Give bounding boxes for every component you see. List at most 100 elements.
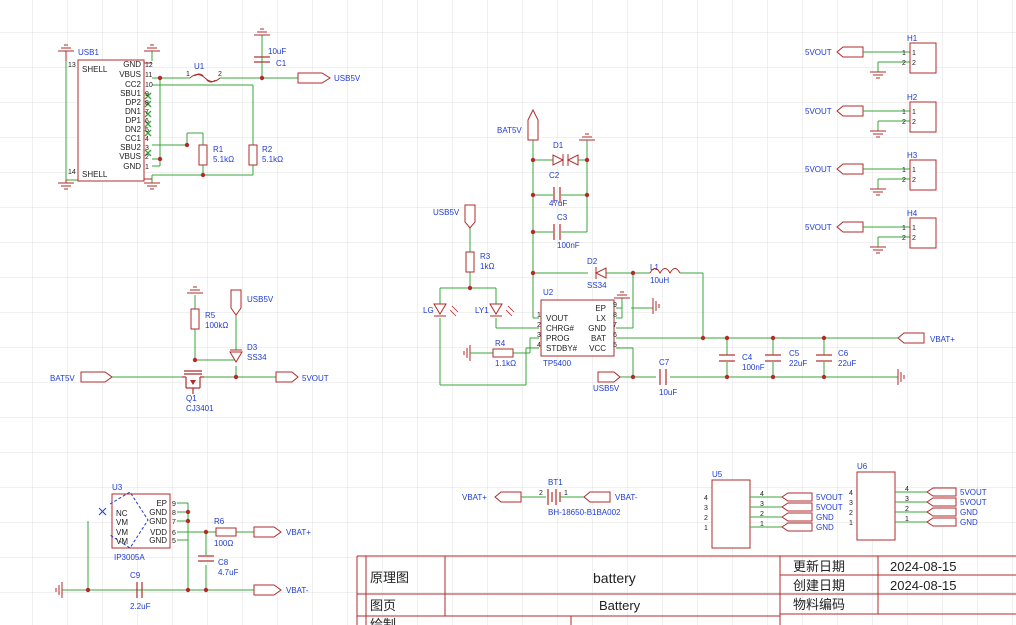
net-port xyxy=(781,492,813,502)
r4-value: 1.1kΩ xyxy=(495,359,516,368)
c7-net-usb5v: USB5V xyxy=(593,384,620,393)
usb1-pin-4: 4 xyxy=(145,136,149,143)
usb1-pin-9: 9 xyxy=(145,91,149,98)
bt1-value: BH-18650-B1BA002 xyxy=(548,508,621,517)
bt1-net-vbat-plus: VBAT+ xyxy=(462,493,487,502)
c5-value: 22uF xyxy=(789,359,807,368)
usb1-pin-4-name: CC1 xyxy=(125,134,142,143)
bt1-pin1: 1 xyxy=(564,490,568,497)
bt1-block[interactable]: VBAT+ VBAT- BT1 2 1 BH-18650-B1BA002 xyxy=(462,478,638,517)
u5-net-label: 5VOUT xyxy=(816,493,843,502)
usb1-pin-5: 5 xyxy=(145,127,149,134)
u2-pin-9-name: EP xyxy=(595,304,606,313)
r4-ref: R4 xyxy=(495,339,506,348)
tp5400-block[interactable]: BAT5V D1 C2 47uF C3 100nF USB5V R3 1kΩ L… xyxy=(423,108,955,397)
header-ref: H4 xyxy=(907,209,918,218)
d3-net-usb5v: USB5V xyxy=(247,295,274,304)
page-value: Battery xyxy=(599,598,641,613)
header-pin1: 1 xyxy=(902,50,906,57)
usb1-pin-12-name: GND xyxy=(123,60,141,69)
u3-net-vbat-minus: VBAT- xyxy=(286,586,309,595)
u6-ref: U6 xyxy=(857,462,868,471)
r1-value: 5.1kΩ xyxy=(213,155,234,164)
r1-ref: R1 xyxy=(213,145,224,154)
usb1-block[interactable]: USB1 12GND11VBUS10CC29SBU18DP27DN16DP15D… xyxy=(58,28,361,190)
net-port xyxy=(781,512,813,522)
c3-ref: C3 xyxy=(557,213,568,222)
u2-ref: U2 xyxy=(543,288,554,297)
c3-value: 100nF xyxy=(557,241,580,250)
u6-pin-inner: 4 xyxy=(905,486,909,493)
q1-net-5vout: 5VOUT xyxy=(302,374,329,383)
header-pin1-inner: 1 xyxy=(912,225,916,232)
header-net-label: 5VOUT xyxy=(805,165,832,174)
u2-part: TP5400 xyxy=(543,359,572,368)
c6-value: 22uF xyxy=(838,359,856,368)
header-net-label: 5VOUT xyxy=(805,223,832,232)
net-port xyxy=(781,502,813,512)
q1-net-bat5v: BAT5V xyxy=(50,374,75,383)
header-pin1-inner: 1 xyxy=(912,50,916,57)
u2-pin-5: 5 xyxy=(613,342,617,349)
d1-ref: D1 xyxy=(553,141,564,150)
u2-pin-1: 1 xyxy=(537,312,541,319)
usb1-pin-1-name: GND xyxy=(123,162,141,171)
u5-net-label: GND xyxy=(816,523,834,532)
header-connectors[interactable]: 5VOUTH112125VOUTH212125VOUTH312125VOUTH4… xyxy=(805,34,937,254)
usb1-pin-7: 7 xyxy=(145,109,149,116)
c6-ref: C6 xyxy=(838,349,849,358)
net-port xyxy=(836,221,864,233)
r6-value: 100Ω xyxy=(214,539,233,548)
usb1-pin-11: 11 xyxy=(145,72,152,79)
bt1-net-vbat-minus: VBAT- xyxy=(615,493,638,502)
u3-pin-vm3: VM xyxy=(116,537,128,546)
header-pin2-inner: 2 xyxy=(912,119,916,126)
u3-ref: U3 xyxy=(112,483,123,492)
c9-ref: C9 xyxy=(130,571,141,580)
c2-value: 47uF xyxy=(549,199,567,208)
u3-block[interactable]: U3 IP3005A NC VM VM VM 9EP8GND7GND6VDD5G… xyxy=(55,483,311,611)
u2-pin-6-name: BAT xyxy=(591,334,606,343)
l1-ref: L1 xyxy=(650,263,659,272)
u3-pin-8-name: GND xyxy=(149,508,167,517)
r2-value: 5.1kΩ xyxy=(262,155,283,164)
u3-pin-6-name: VDD xyxy=(150,528,167,537)
u3-pin-7-name: GND xyxy=(149,517,167,526)
u2-pin-8-name: LX xyxy=(596,314,606,323)
r3-net-usb5v: USB5V xyxy=(433,208,460,217)
header-pin1: 1 xyxy=(902,167,906,174)
usb1-pin-13: 13 xyxy=(68,62,76,69)
u1-ref: U1 xyxy=(194,62,205,71)
header-pin1: 1 xyxy=(902,109,906,116)
header-net-label: 5VOUT xyxy=(805,107,832,116)
q1-block[interactable]: R5 100kΩ USB5V D3 SS34 Q1 CJ3401 BAT5V 5… xyxy=(50,286,329,413)
u5-pin-inner: 3 xyxy=(760,501,764,508)
r5-ref: R5 xyxy=(205,311,216,320)
u2-pin-5-name: VCC xyxy=(589,344,606,353)
net-port xyxy=(926,487,957,497)
usb1-pin-13-name: SHELL xyxy=(82,65,108,74)
usb1-pin-7-name: DN1 xyxy=(125,107,142,116)
header-ref: H1 xyxy=(907,34,918,43)
header-pin1-inner: 1 xyxy=(912,167,916,174)
d2-value: SS34 xyxy=(587,281,607,290)
u2-pin-9: 9 xyxy=(613,302,617,309)
u3-pin-9-name: EP xyxy=(156,499,167,508)
header-pin1-inner: 1 xyxy=(912,109,916,116)
page-label: 图页 xyxy=(370,598,396,613)
c1-value: 10uF xyxy=(268,47,286,56)
header-ref: H3 xyxy=(907,151,918,160)
net-port xyxy=(926,497,957,507)
u3-pin-5: 5 xyxy=(172,538,176,545)
u2-pin-6: 6 xyxy=(613,332,617,339)
u5-pin-outer: 3 xyxy=(704,505,708,512)
u3-pin-nc: NC xyxy=(116,509,128,518)
